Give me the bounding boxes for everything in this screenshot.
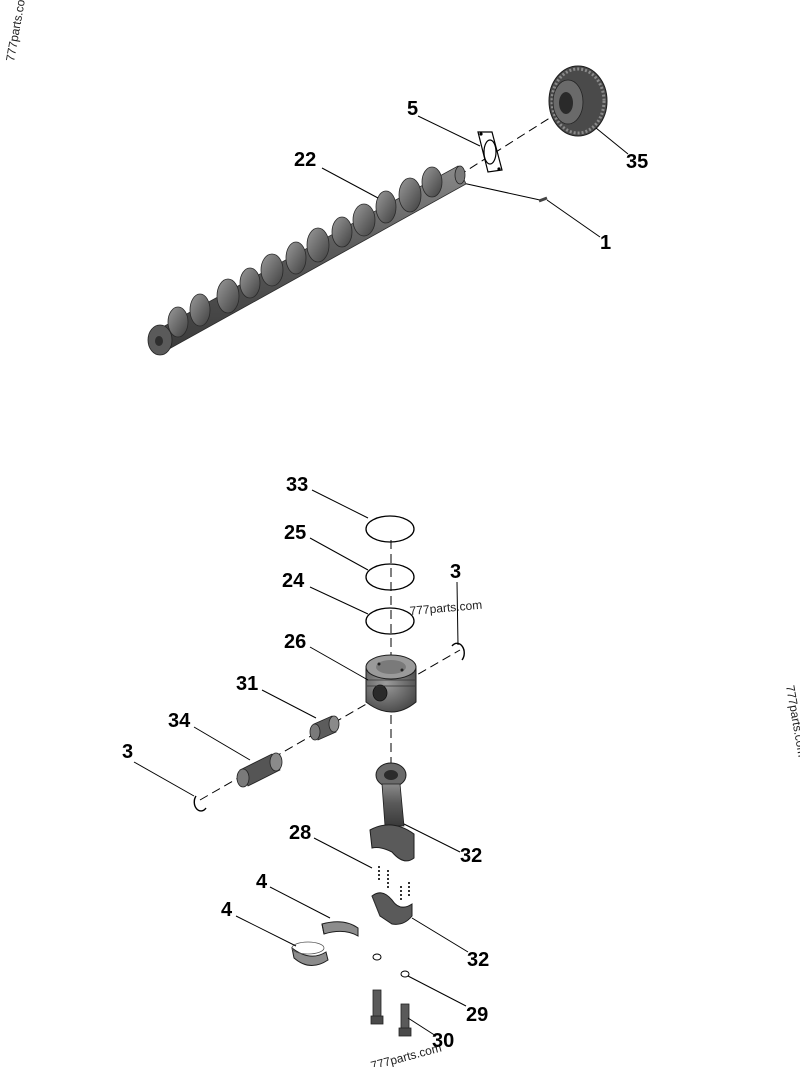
callout-26: 26 xyxy=(284,631,306,653)
callout-33: 33 xyxy=(286,474,308,496)
callout-29: 29 xyxy=(466,1004,488,1026)
bolt-left xyxy=(370,989,384,1025)
leader-4b xyxy=(235,915,297,947)
callout-4-lower: 4 xyxy=(221,899,233,921)
axis-line-key xyxy=(457,181,541,201)
callout-31: 31 xyxy=(236,673,258,695)
callout-30: 30 xyxy=(432,1030,454,1052)
callout-25: 25 xyxy=(284,522,306,544)
watermark-right: 777parts.com xyxy=(783,684,800,758)
bolt-right xyxy=(398,1003,412,1037)
oil-ring xyxy=(365,607,415,635)
callout-3-left: 3 xyxy=(122,741,133,763)
callout-5: 5 xyxy=(407,98,418,120)
leader-33 xyxy=(311,489,369,519)
leader-25 xyxy=(309,537,369,571)
snap-ring-left xyxy=(193,795,207,812)
watermark-top-left: 777parts.com xyxy=(3,0,29,63)
piston-pin-bushing xyxy=(309,715,340,741)
axis-line-camshaft xyxy=(457,113,557,177)
leader-3a xyxy=(456,581,459,646)
leader-5 xyxy=(417,115,481,147)
callout-32-rod: 32 xyxy=(460,845,482,867)
callout-3-right: 3 xyxy=(450,561,461,583)
piston xyxy=(365,654,417,713)
callout-22: 22 xyxy=(294,149,316,171)
leader-1 xyxy=(546,199,601,238)
leader-32a xyxy=(403,823,461,853)
leader-30 xyxy=(407,1017,437,1037)
piston-pin xyxy=(236,752,283,788)
leader-29 xyxy=(407,975,467,1007)
connecting-rod xyxy=(369,762,415,862)
leader-4a xyxy=(269,886,331,919)
callout-34: 34 xyxy=(168,710,191,732)
leader-34 xyxy=(193,726,251,761)
leader-28 xyxy=(313,837,373,869)
gasket xyxy=(477,131,503,173)
leader-3b xyxy=(133,761,195,797)
dowel-pins xyxy=(378,866,410,900)
callout-35: 35 xyxy=(626,151,648,173)
callout-32-cap: 32 xyxy=(467,949,489,971)
callout-28: 28 xyxy=(289,822,311,844)
callout-24: 24 xyxy=(282,570,305,592)
leader-32b xyxy=(411,917,469,953)
watermark-middle: 777parts.com xyxy=(409,598,483,618)
callout-4-upper: 4 xyxy=(256,871,268,893)
snap-ring-right xyxy=(451,642,465,661)
bearing-shell-lower xyxy=(291,941,329,966)
leader-35 xyxy=(595,127,629,155)
bearing-shell-upper xyxy=(321,921,359,937)
piston-ring-top xyxy=(365,515,415,543)
leader-24 xyxy=(309,586,369,615)
key xyxy=(538,196,548,203)
piston-ring-mid xyxy=(365,563,415,591)
leader-22 xyxy=(321,167,379,199)
leader-26 xyxy=(309,646,369,681)
callout-1: 1 xyxy=(600,232,611,254)
camshaft-gear xyxy=(548,65,608,137)
leader-31 xyxy=(261,689,317,719)
washer-right xyxy=(400,970,410,978)
connecting-rod-cap xyxy=(371,892,413,925)
camshaft xyxy=(147,165,467,356)
washer-left xyxy=(372,953,382,961)
